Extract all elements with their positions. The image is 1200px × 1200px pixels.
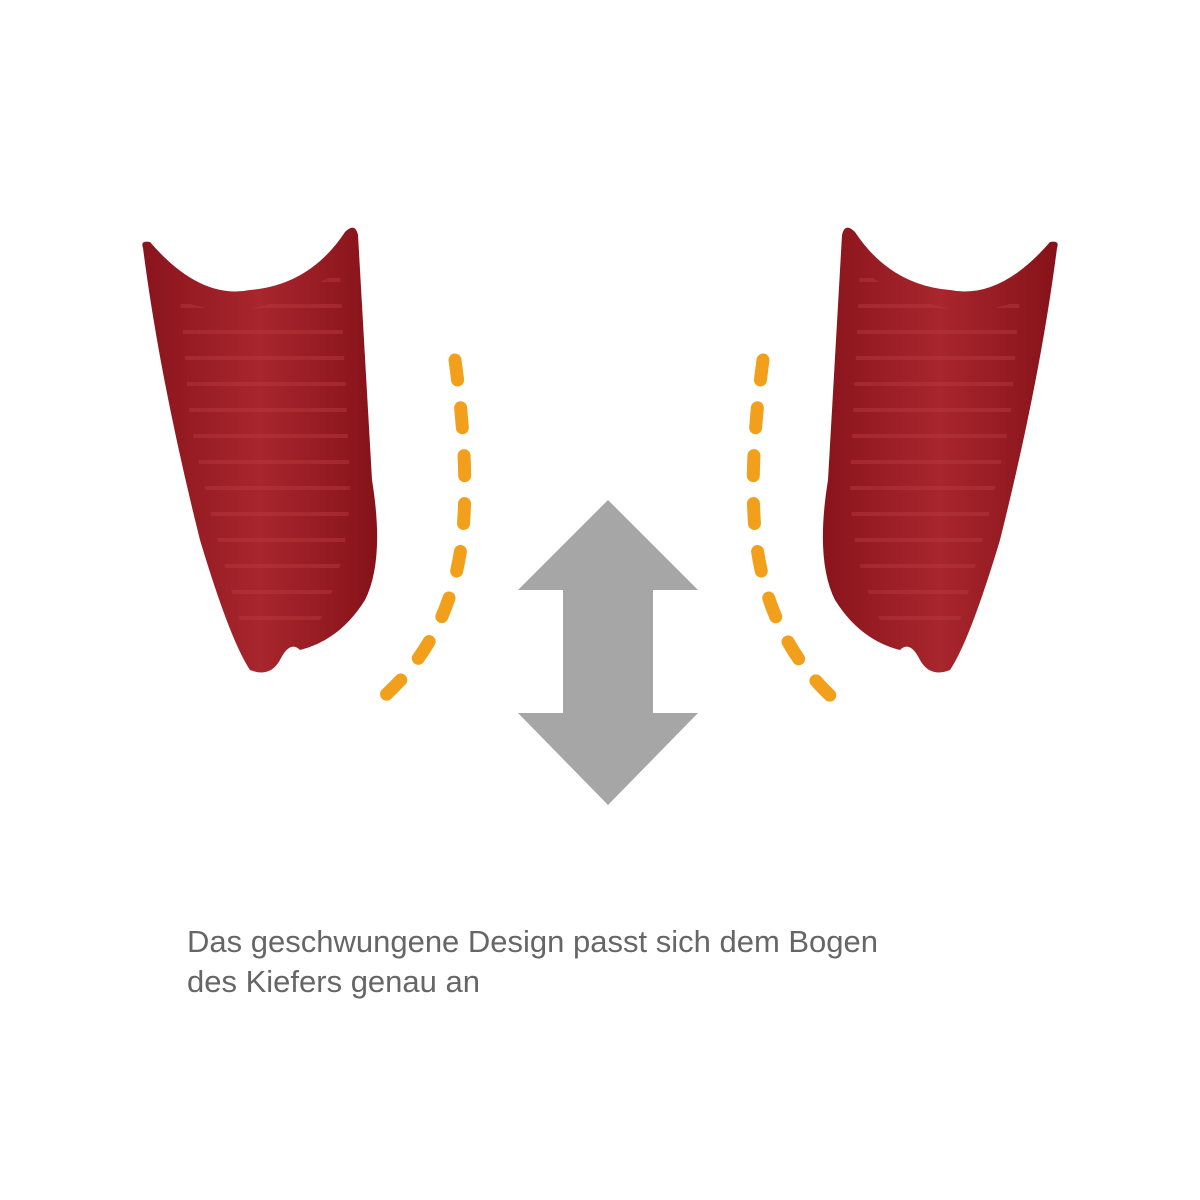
caption-line-1: Das geschwungene Design passt sich dem B… [187, 924, 879, 959]
caption: Das geschwungene Design passt sich dem B… [187, 922, 1087, 1002]
left-dashed-curve [373, 353, 472, 707]
double-headed-vertical-arrow-icon [518, 500, 698, 805]
left-red-pad [142, 227, 378, 673]
right-dashed-curve [746, 353, 842, 707]
right-red-pad [822, 227, 1058, 673]
caption-line-2: des Kiefers genau an [187, 964, 480, 999]
